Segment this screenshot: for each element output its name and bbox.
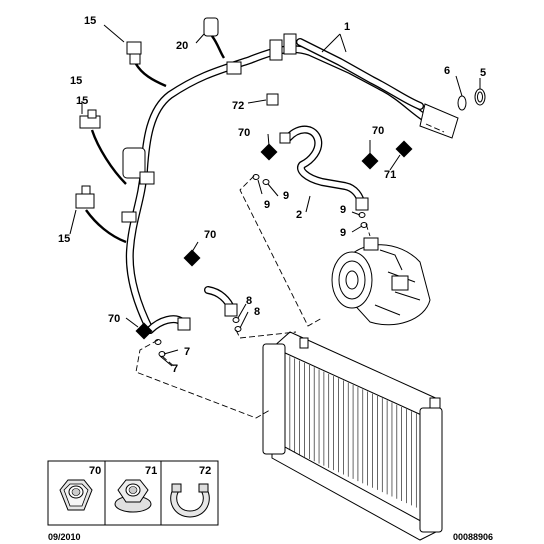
callout-15a: 15 xyxy=(84,15,96,27)
o-ring-5 xyxy=(474,88,486,106)
nut-marker-70-b xyxy=(361,152,379,170)
clip-15-a xyxy=(126,41,167,88)
callout-7a: 7 xyxy=(184,346,190,358)
legend-item-72: 72 xyxy=(170,465,211,518)
callout-15d: 15 xyxy=(58,233,70,245)
callout-70a: 70 xyxy=(238,127,250,139)
clip-15-c xyxy=(75,185,127,244)
callout-labels: 1 2 5 6 7 7 8 8 9 9 9 9 15 15 15 15 20 7… xyxy=(58,15,486,375)
callout-72: 72 xyxy=(232,100,244,112)
callout-9c: 9 xyxy=(340,204,346,216)
callout-8b: 8 xyxy=(254,306,260,318)
callout-15b: 15 xyxy=(70,75,82,87)
clip-marker-72 xyxy=(266,93,279,106)
nut-marker-70-a xyxy=(260,143,278,161)
legend-box: 70 71 72 xyxy=(47,460,219,526)
callout-20: 20 xyxy=(176,40,188,52)
callout-5: 5 xyxy=(480,67,486,79)
leader-lines xyxy=(69,24,481,367)
nut-marker-71 xyxy=(395,140,413,158)
callout-2: 2 xyxy=(296,209,302,221)
o-ring-6 xyxy=(457,95,467,111)
callout-9a: 9 xyxy=(264,199,270,211)
cap-20 xyxy=(203,17,226,59)
footer-reference: 00088906 xyxy=(453,532,493,542)
footer-date: 09/2010 xyxy=(48,532,81,542)
hose-assembly-1 xyxy=(122,33,459,334)
hose-assembly-2 xyxy=(279,125,369,211)
callout-6: 6 xyxy=(444,65,450,77)
compressor xyxy=(331,237,431,326)
clip-15-b xyxy=(79,109,127,185)
callout-70b: 70 xyxy=(372,125,384,137)
callout-9d: 9 xyxy=(340,227,346,239)
callout-1: 1 xyxy=(344,21,350,33)
clip-on-hose xyxy=(121,171,155,223)
legend-item-71: 71 xyxy=(114,465,157,513)
seals-8 xyxy=(232,317,242,332)
hex-nut-icon xyxy=(59,479,93,511)
legend-label-72: 72 xyxy=(199,465,211,477)
callout-9b: 9 xyxy=(283,190,289,202)
callout-7b: 7 xyxy=(172,363,178,375)
callout-15c: 15 xyxy=(76,95,88,107)
callout-70c: 70 xyxy=(204,229,216,241)
nut-marker-70-d xyxy=(135,322,153,340)
legend-label-71: 71 xyxy=(145,465,157,477)
flanged-nut-icon xyxy=(114,479,152,513)
legend-item-70: 70 xyxy=(59,465,101,511)
legend-label-70: 70 xyxy=(89,465,101,477)
callout-70d: 70 xyxy=(108,313,120,325)
nut-marker-70-c xyxy=(183,249,201,267)
callout-8a: 8 xyxy=(246,295,252,307)
dashed-assembly-lines xyxy=(135,123,445,419)
seals-7 xyxy=(154,339,166,357)
condenser xyxy=(262,331,443,541)
callout-71: 71 xyxy=(384,169,396,181)
hose-clip-icon xyxy=(170,483,210,518)
